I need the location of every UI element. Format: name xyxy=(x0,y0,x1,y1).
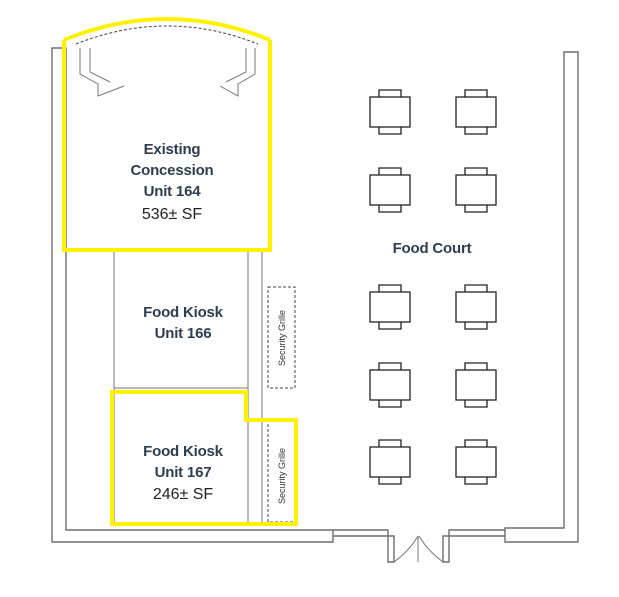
chair xyxy=(464,284,488,292)
table-set xyxy=(369,362,411,408)
entrance-doors xyxy=(393,535,444,563)
chair xyxy=(378,400,402,408)
unit-166-label: Food Kiosk Unit 166 xyxy=(143,304,224,342)
table xyxy=(369,174,411,206)
table-set xyxy=(455,362,497,408)
table-set xyxy=(369,167,411,213)
unit-164-line3: Unit 164 xyxy=(144,183,202,200)
kiosk-walls xyxy=(113,250,263,522)
table-set xyxy=(455,89,497,135)
unit-166-line2: Unit 166 xyxy=(155,325,212,342)
chair xyxy=(378,89,402,97)
chair xyxy=(464,439,488,447)
chair xyxy=(378,439,402,447)
unit-167-line1: Food Kiosk xyxy=(143,443,224,460)
food-court-label: Food Court xyxy=(393,240,472,257)
unit-167-area: 246± SF xyxy=(153,486,214,503)
table xyxy=(369,446,411,478)
chair xyxy=(464,362,488,370)
chair xyxy=(464,477,488,485)
chair xyxy=(464,127,488,135)
chair xyxy=(378,322,402,330)
table xyxy=(455,369,497,401)
unit-164-label: Existing Concession Unit 164 536± SF xyxy=(130,141,213,223)
food-court-tables xyxy=(369,89,497,485)
table xyxy=(369,369,411,401)
chair xyxy=(464,322,488,330)
chair xyxy=(378,284,402,292)
outer-walls xyxy=(51,47,579,563)
security-grille-upper-label: Security Grille xyxy=(277,310,287,366)
chair xyxy=(378,362,402,370)
chair xyxy=(378,127,402,135)
table xyxy=(369,291,411,323)
unit-167-label: Food Kiosk Unit 167 246± SF xyxy=(143,443,224,503)
unit-167-highlight xyxy=(110,390,298,526)
table xyxy=(369,96,411,128)
chair xyxy=(378,205,402,213)
unit-167-line2: Unit 167 xyxy=(155,464,212,481)
table-set xyxy=(455,284,497,330)
security-grille-lower-label: Security Grille xyxy=(277,448,287,504)
unit-164-highlight xyxy=(62,17,272,252)
table-set xyxy=(369,89,411,135)
security-grille-upper xyxy=(267,286,296,389)
chair xyxy=(464,205,488,213)
table-set xyxy=(455,167,497,213)
table-set xyxy=(455,439,497,485)
unit-164-line2: Concession xyxy=(130,162,213,179)
table xyxy=(455,96,497,128)
unit-164-line1: Existing xyxy=(144,141,201,158)
chair xyxy=(464,167,488,175)
chair xyxy=(464,89,488,97)
chair xyxy=(378,167,402,175)
table xyxy=(455,174,497,206)
table xyxy=(455,446,497,478)
table-set xyxy=(369,284,411,330)
chair xyxy=(378,477,402,485)
chair xyxy=(464,400,488,408)
unit-164-area: 536± SF xyxy=(142,206,203,223)
table xyxy=(455,291,497,323)
unit-166-line1: Food Kiosk xyxy=(143,304,224,321)
table-set xyxy=(369,439,411,485)
